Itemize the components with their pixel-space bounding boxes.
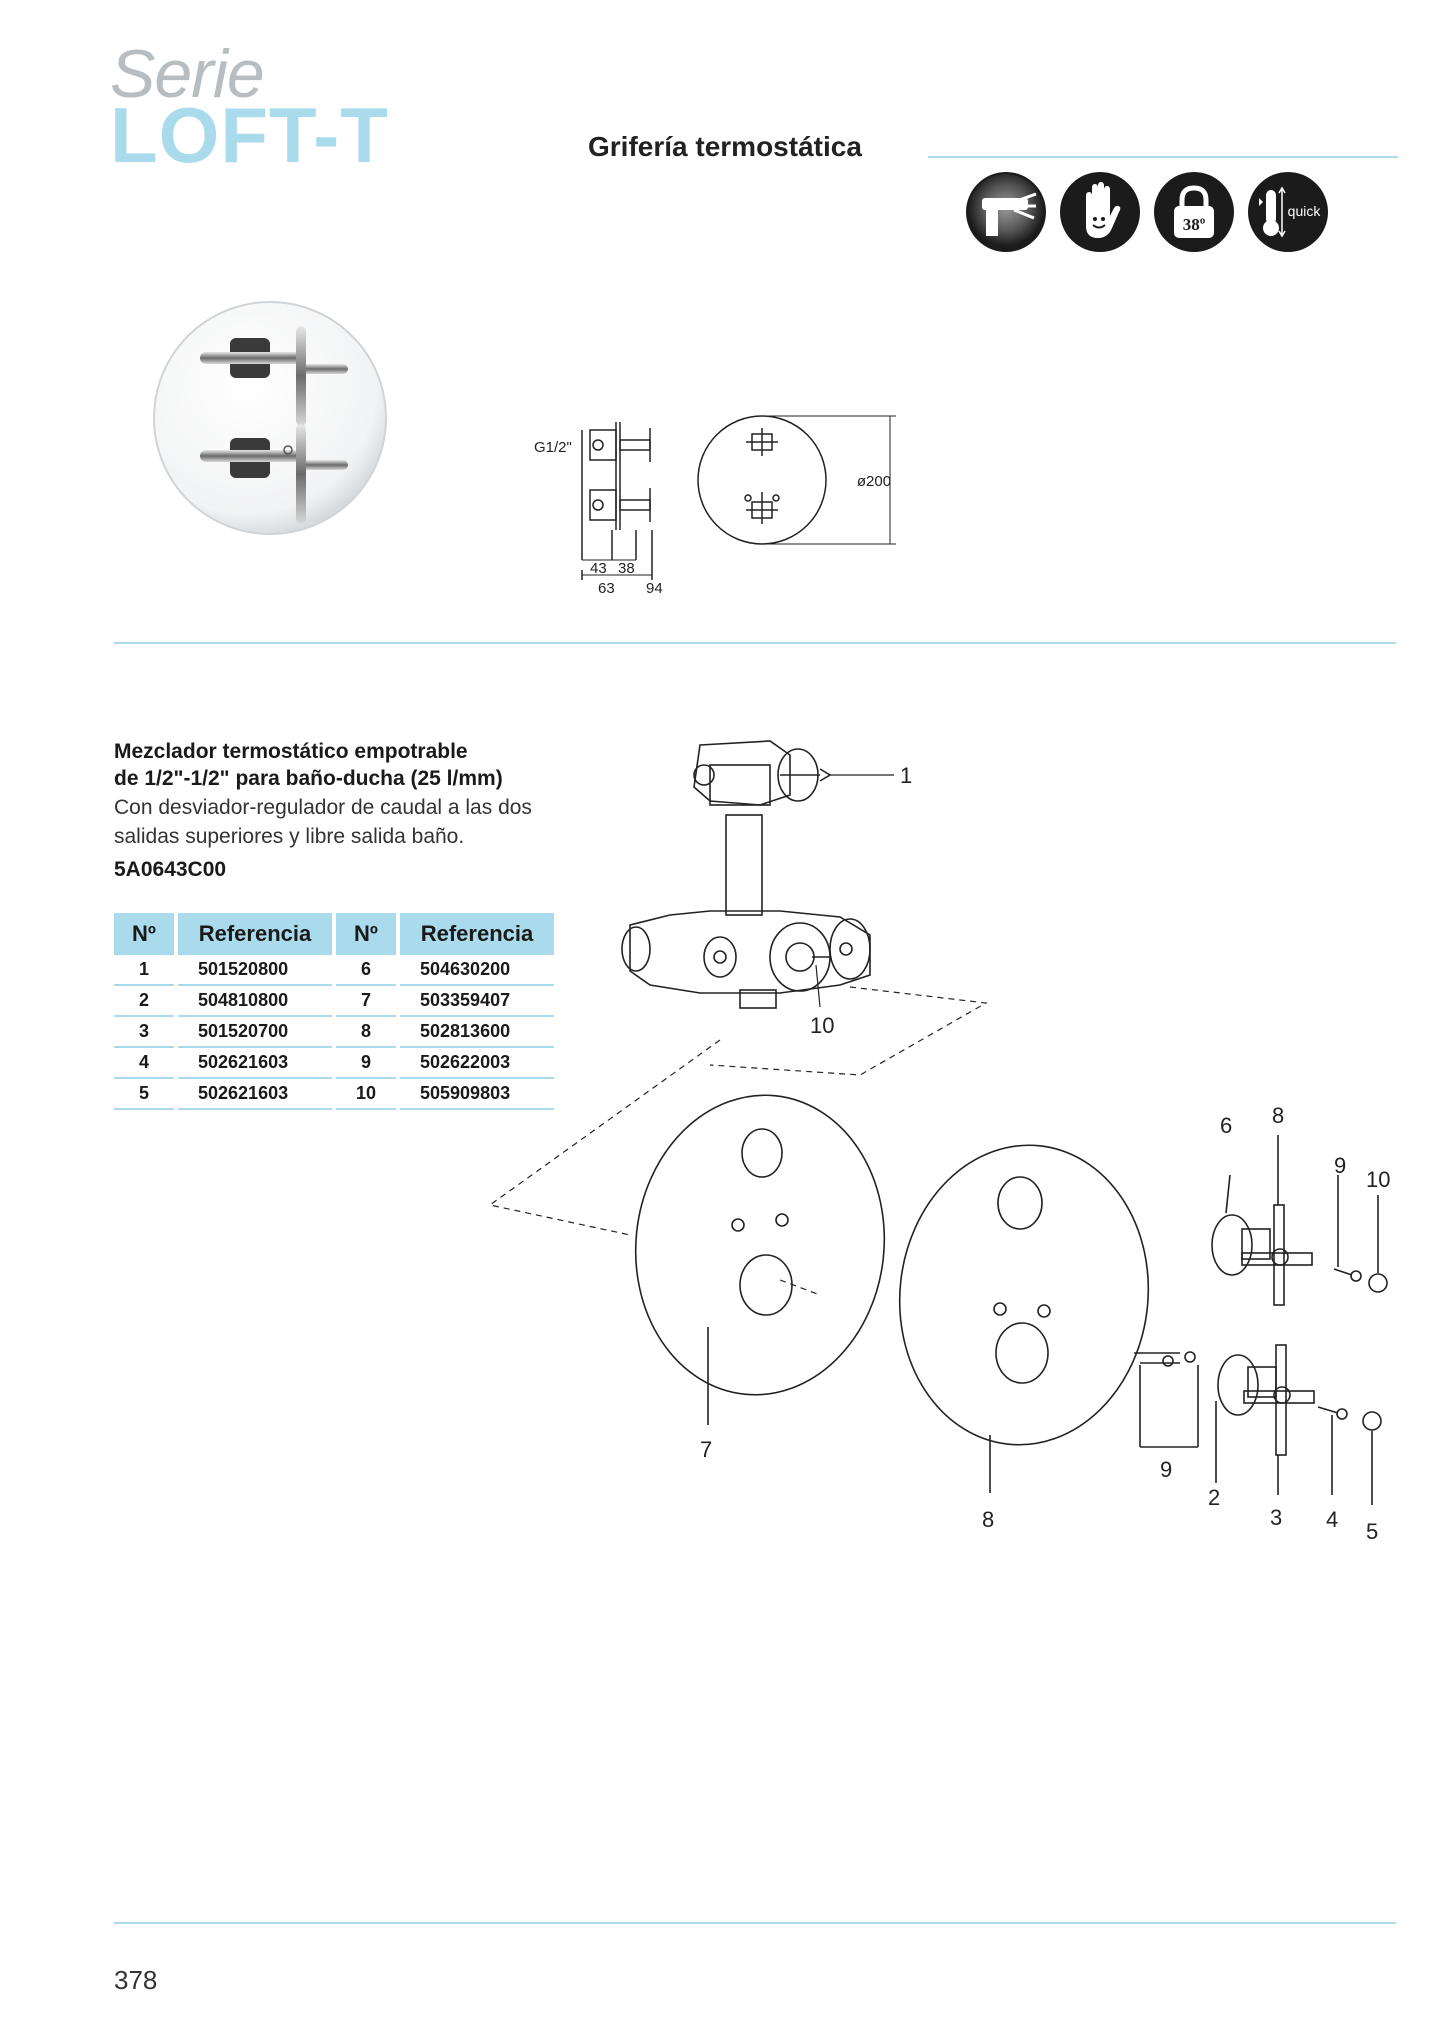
- thread-label: G1/2": [534, 439, 572, 456]
- callout-2: 2: [1208, 1485, 1220, 1510]
- part-number: 10: [336, 1079, 396, 1110]
- page-number: 378: [114, 1965, 158, 1995]
- product-desc-line1: Con desviador-regulador de caudal a las …: [114, 796, 532, 819]
- callout-9: 9: [1334, 1153, 1346, 1178]
- callout-6: 6: [1220, 1113, 1232, 1138]
- quick-label: quick: [1288, 203, 1322, 219]
- quick-thermometer-icon: quick: [1248, 172, 1328, 252]
- product-title-line1: Mezclador termostático empotrable: [114, 740, 468, 763]
- product-description: Con desviador-regulador de caudal a las …: [114, 793, 594, 851]
- product-code: 5A0643C00: [114, 858, 227, 881]
- hot-water-flow-icon: [966, 172, 1046, 252]
- series-name: LOFT-T: [110, 91, 389, 179]
- header-reference-2: Referencia: [400, 913, 554, 955]
- dim-94: 94: [646, 580, 663, 597]
- part-number: 1: [114, 955, 174, 986]
- callout-5: 5: [1366, 1519, 1378, 1544]
- callout-9: 9: [1160, 1457, 1172, 1482]
- section-title: Grifería termostática: [588, 131, 862, 162]
- callout-8: 8: [1272, 1103, 1284, 1128]
- callout-1: 1: [900, 763, 912, 788]
- table-row: 3 501520700 8 502813600: [114, 1017, 554, 1048]
- header-number-1: Nº: [114, 913, 174, 955]
- part-reference: 501520800: [178, 955, 332, 986]
- parts-table: Nº Referencia Nº Referencia 1 501520800 …: [110, 913, 558, 1110]
- parts-table-header: Nº Referencia Nº Referencia: [114, 913, 554, 955]
- product-photo: [150, 298, 390, 543]
- dim-63: 63: [598, 580, 615, 597]
- table-row: 2 504810800 7 503359407: [114, 986, 554, 1017]
- callout-3: 3: [1270, 1505, 1282, 1530]
- part-number: 8: [336, 1017, 396, 1048]
- part-reference: 502621603: [178, 1048, 332, 1079]
- product-title-line2: de 1/2"-1/2" para baño-ducha (25 l/mm): [114, 767, 503, 790]
- part-number: 5: [114, 1079, 174, 1110]
- part-reference: 502622003: [400, 1048, 554, 1079]
- part-number: 2: [114, 986, 174, 1017]
- part-reference: 502621603: [178, 1079, 332, 1110]
- part-number: 3: [114, 1017, 174, 1048]
- part-reference: 503359407: [400, 986, 554, 1017]
- callout-10: 10: [810, 1013, 834, 1038]
- table-row: 1 501520800 6 504630200: [114, 955, 554, 986]
- callout-7: 7: [700, 1437, 712, 1462]
- table-row: 4 502621603 9 502622003: [114, 1048, 554, 1079]
- part-reference: 505909803: [400, 1079, 554, 1110]
- product-desc-line2: salidas superiores y libre salida baño.: [114, 825, 465, 848]
- section-rule: [114, 642, 1396, 644]
- series-prefix: Serie: [110, 36, 265, 112]
- footer-rule: [114, 1922, 1396, 1924]
- part-reference: 504810800: [178, 986, 332, 1017]
- dim-38: 38: [618, 560, 635, 577]
- header-rule: [928, 156, 1398, 158]
- exploded-diagram: 1 10 6 8 9 10 7 8 9 2 3 4 5: [480, 735, 1400, 1570]
- header-reference-1: Referencia: [178, 913, 332, 955]
- callout-8: 8: [982, 1507, 994, 1532]
- feature-icons: 38º quick: [966, 172, 1328, 252]
- technical-drawing: G1/2" 43 38 63 94 ø200: [520, 400, 940, 605]
- part-number: 9: [336, 1048, 396, 1079]
- callout-4: 4: [1326, 1507, 1338, 1532]
- part-number: 4: [114, 1048, 174, 1079]
- part-reference: 502813600: [400, 1017, 554, 1048]
- diameter-label: ø200: [857, 473, 891, 490]
- product-title: Mezclador termostático empotrable de 1/2…: [114, 738, 503, 792]
- lock-temperature-label: 38º: [1183, 215, 1206, 234]
- table-row: 5 502621603 10 505909803: [114, 1079, 554, 1110]
- callout-10: 10: [1366, 1167, 1390, 1192]
- header-number-2: Nº: [336, 913, 396, 955]
- part-number: 7: [336, 986, 396, 1017]
- dim-43: 43: [590, 560, 607, 577]
- part-number: 6: [336, 955, 396, 986]
- safety-hand-icon: [1060, 172, 1140, 252]
- part-reference: 504630200: [400, 955, 554, 986]
- temperature-lock-icon: 38º: [1154, 172, 1234, 252]
- part-reference: 501520700: [178, 1017, 332, 1048]
